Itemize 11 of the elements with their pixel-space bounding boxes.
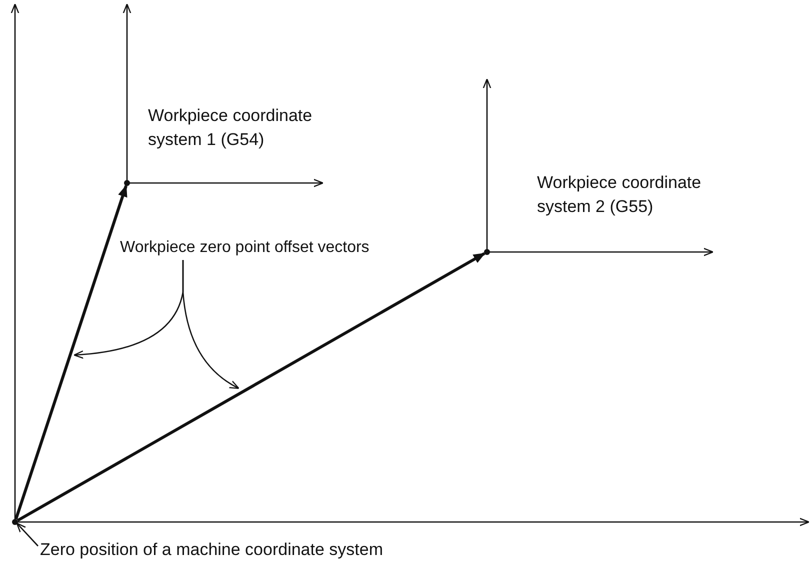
callout-text: Zero position of a machine coordinate system <box>40 538 384 562</box>
origin-point <box>124 180 130 186</box>
coordinate-system-label: Workpiece coordinate system 2 (G55) <box>537 172 702 218</box>
offset-vector-arrow <box>16 252 486 522</box>
origin-point <box>484 249 490 255</box>
coordinate-system-label: Workpiece coordinate system 1 (G54) <box>148 105 314 151</box>
leader-line <box>16 522 38 546</box>
leader-line <box>182 260 240 390</box>
offset-vector-arrow <box>14 184 128 520</box>
callout-text: Workpiece zero point offset vectors <box>120 236 370 260</box>
origin-point <box>12 519 18 525</box>
